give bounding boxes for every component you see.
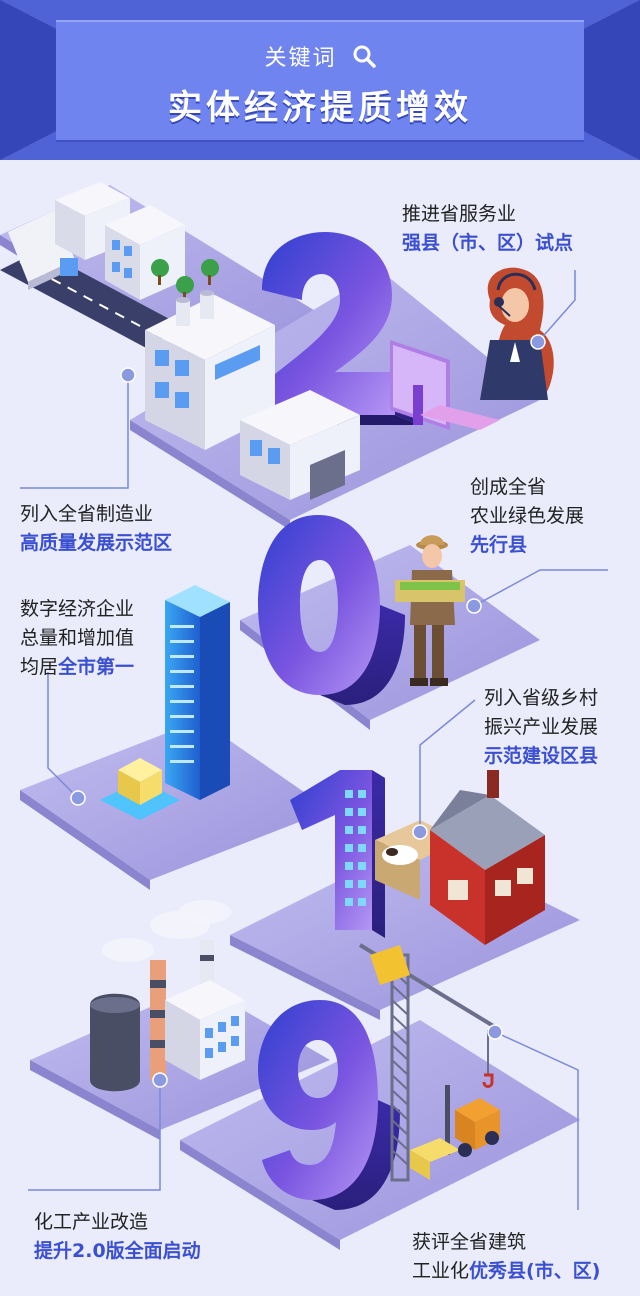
digit-0: [258, 515, 405, 705]
page-title: 实体经济提质增效: [168, 88, 472, 128]
callout-lines: [20, 270, 608, 1210]
tower-crane: [358, 943, 502, 1182]
top-left-buildings: [55, 182, 219, 302]
forklift: [410, 1085, 500, 1180]
header-wing-left: [0, 0, 56, 160]
factory-building: [145, 290, 360, 500]
header-banner: 关键词 实体经济提质增效: [0, 0, 640, 160]
farmer: [395, 535, 465, 686]
caption-digital: 数字经济企业 总量和增加值 均居全市第一: [20, 598, 135, 678]
keyword-text: 关键词: [264, 46, 337, 71]
digit-9: [258, 1000, 400, 1210]
keyword-label: 关键词: [0, 40, 640, 74]
search-icon: [352, 44, 376, 74]
illustration: [0, 182, 608, 1250]
caption-rural: 列入省级乡村 振兴产业发展 示范建设区县: [484, 687, 599, 767]
callout-dots: [70, 334, 546, 1088]
header-panel: [56, 20, 584, 142]
caption-services: 推进省服务业 强县（市、区）试点: [402, 203, 574, 254]
red-barn: [375, 770, 545, 945]
caption-chemical: 化工产业改造 提升2.0版全面启动: [34, 1211, 201, 1262]
customer-service-agent: [390, 267, 554, 430]
caption-manufacturing: 列入全省制造业 高质量发展示范区: [20, 503, 173, 554]
caption-construction: 获评全省建筑 工业化优秀县(市、区): [412, 1231, 601, 1282]
caption-agriculture: 创成全省 农业绿色发展 先行县: [470, 476, 585, 556]
chemical-plant: [90, 900, 245, 1092]
header-wing-right: [584, 0, 640, 160]
digital-tower: [100, 585, 230, 820]
